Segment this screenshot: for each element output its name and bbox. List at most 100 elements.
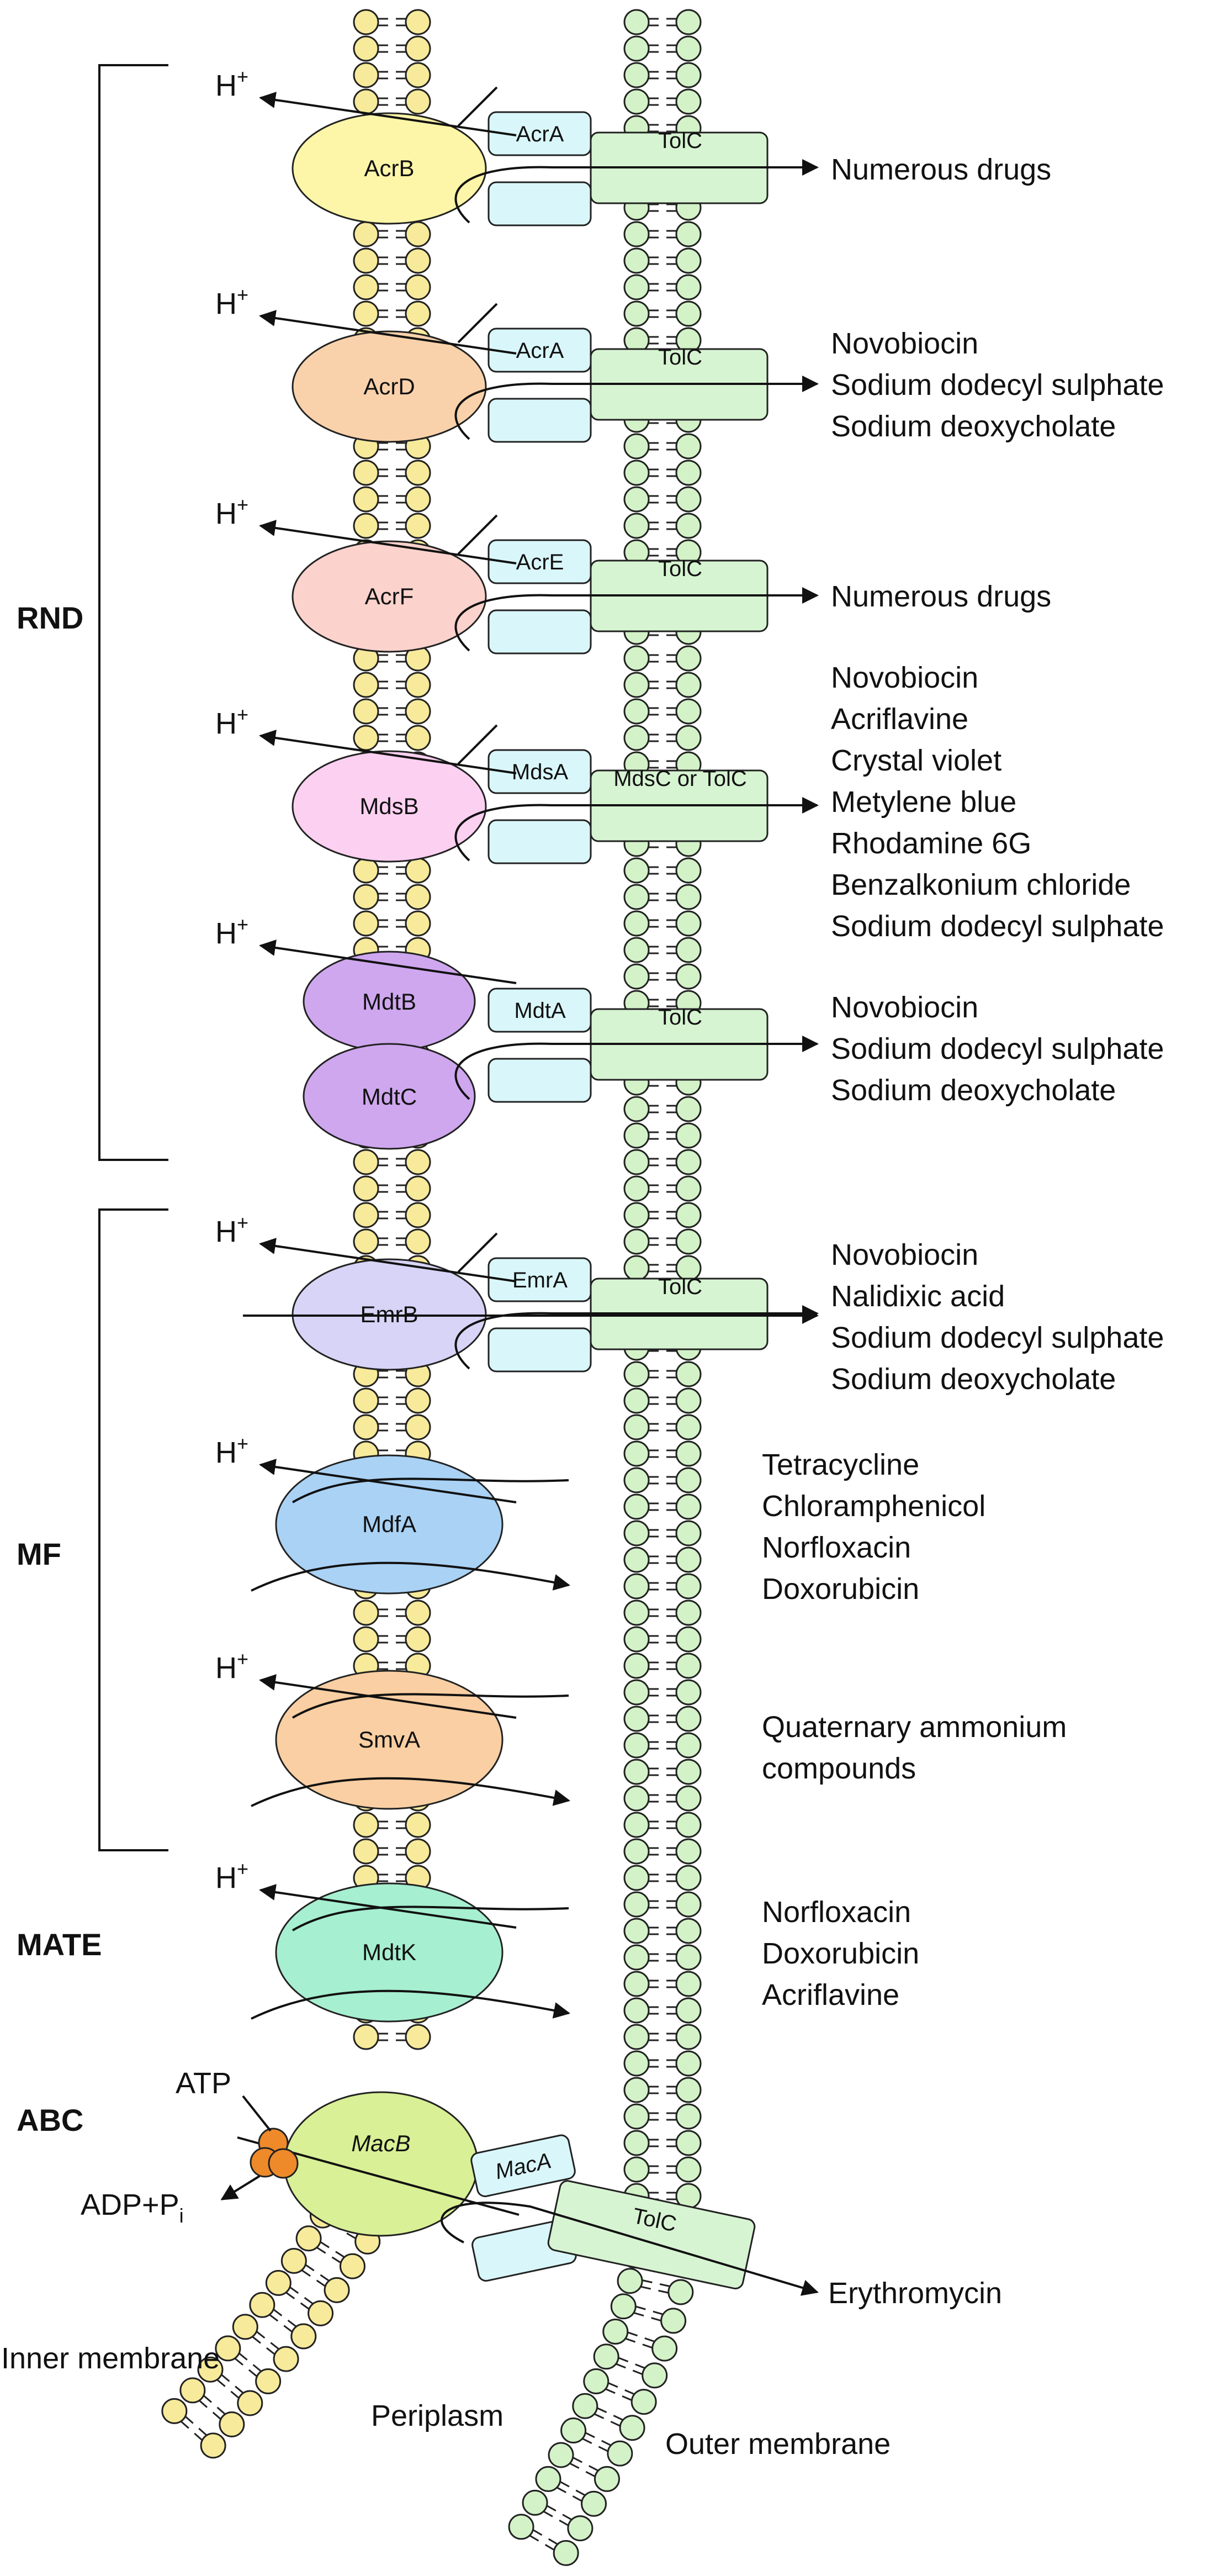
fusion-protein-label: AcrA <box>516 122 564 146</box>
protein-label: AcrD <box>363 373 415 399</box>
channel-label: TolC <box>658 1275 702 1299</box>
drug-export-arrow <box>454 376 819 440</box>
drug-export-arrow <box>251 1561 570 1592</box>
fusion-protein <box>470 2134 576 2198</box>
substrates-macb: Erythromycin <box>828 2277 1002 2310</box>
channel-label: TolC <box>658 129 702 153</box>
substrate-label: Rhodamine 6G <box>831 827 1031 860</box>
outer-membrane-channel <box>547 2180 756 2290</box>
drug-export-arrow <box>251 1777 570 1807</box>
inner-membrane-label: Inner membrane <box>1 2342 220 2375</box>
inner-membrane-protein <box>292 330 487 443</box>
fusion-protein-lower <box>488 181 592 226</box>
drug-export-arrow <box>454 797 819 862</box>
proton-arrow <box>259 730 517 774</box>
outer-membrane-label: Outer membrane <box>665 2427 891 2461</box>
inner-membrane-protein <box>292 750 487 863</box>
fusion-protein-label: MdtA <box>514 999 566 1023</box>
substrate-label: Sodium deoxycholate <box>831 1363 1116 1396</box>
substrate-label: Nalidixic acid <box>831 1280 1005 1313</box>
protein-label: MacB <box>351 2130 410 2156</box>
mdtc-protein <box>303 1043 476 1150</box>
channel-label: TolC <box>658 1005 702 1030</box>
substrate-label: compounds <box>762 1752 916 1785</box>
proton-arrow <box>259 1884 517 1929</box>
protein-label: AcrB <box>364 155 414 181</box>
inner-membrane-protein <box>292 540 487 653</box>
fusion-protein-lower <box>488 819 592 864</box>
proton-label: H+ <box>215 493 248 530</box>
substrate-label: Acriflavine <box>831 703 968 736</box>
family-label-mate: MATE <box>17 1927 102 1962</box>
drug-export-arrow <box>454 587 819 652</box>
protein-label: AcrF <box>365 583 414 609</box>
rnd-bracket <box>98 64 168 1161</box>
substrate-label: Numerous drugs <box>831 580 1051 613</box>
periplasm-label: Periplasm <box>371 2399 504 2432</box>
atp-label: ATP <box>176 2067 231 2100</box>
proton-label: H+ <box>215 1432 248 1469</box>
substrate-label: Benzalkonium chloride <box>831 868 1131 901</box>
inner-membrane-protein <box>292 112 487 225</box>
substrate-label: Novobiocin <box>831 991 978 1024</box>
proton-label: H+ <box>215 703 248 740</box>
fusion-protein-label: AcrA <box>516 339 564 363</box>
atp-arrow <box>242 2095 272 2132</box>
family-brackets <box>98 64 168 1851</box>
drug-export-arrow <box>454 1305 819 1370</box>
inner-membrane-protein <box>275 1454 504 1595</box>
substrate-label: Sodium deoxycholate <box>831 410 1116 443</box>
substrate-label: Novobiocin <box>831 1238 978 1271</box>
fusion-protein <box>488 988 592 1033</box>
substrates-acrb: Numerous drugs <box>831 153 1051 186</box>
channel-label: TolC <box>658 557 702 581</box>
proton-arrow <box>259 310 517 355</box>
substrate-label: Sodium dodecyl sulphate <box>831 368 1164 402</box>
proton-label: H+ <box>215 65 248 102</box>
fusion-protein <box>488 749 592 794</box>
drug-export-arrow <box>454 1036 819 1100</box>
proton-arrow <box>259 1674 517 1719</box>
fusion-protein <box>488 111 592 156</box>
substrate-label: Doxorubicin <box>762 1572 919 1606</box>
substrate-label: Norfloxacin <box>762 1531 911 1564</box>
protein-label: MdtB <box>362 989 416 1015</box>
substrate-label: Tetracycline <box>762 1448 919 1481</box>
fusion-protein-label: MdsA <box>512 760 569 784</box>
drug-export-arrow <box>251 1989 570 2020</box>
transporter-acrb: AcrB AcrA TolC H+ <box>215 65 819 226</box>
proton-arrow <box>259 1459 517 1503</box>
substrate-label: Metylene blue <box>831 785 1016 819</box>
proton-label: H+ <box>215 913 248 950</box>
adp-arrow <box>220 2175 261 2200</box>
drug-export-arrow <box>441 2202 819 2296</box>
protein-label: EmrB <box>361 1301 418 1327</box>
substrate-label: Crystal violet <box>831 744 1002 777</box>
substrate-label: Novobiocin <box>831 327 978 360</box>
substrate-label: Novobiocin <box>831 661 978 694</box>
proton-label: H+ <box>215 1211 248 1248</box>
substrates-mdfa: TetracyclineChloramphenicolNorfloxacinDo… <box>762 1448 985 1606</box>
fusion-protein-lower <box>488 609 592 654</box>
channel-label: TolC <box>658 345 702 369</box>
mf-bracket <box>98 1208 168 1851</box>
substrate-label: Erythromycin <box>828 2277 1002 2310</box>
substrate-label: Sodium dodecyl sulphate <box>831 910 1164 943</box>
outer-membrane <box>508 9 702 2566</box>
proton-arrow <box>259 520 517 564</box>
substrate-label: Sodium deoxycholate <box>831 1074 1116 1107</box>
adp-label: ADP+Pi <box>81 2188 184 2227</box>
proton-arrow <box>259 92 517 136</box>
